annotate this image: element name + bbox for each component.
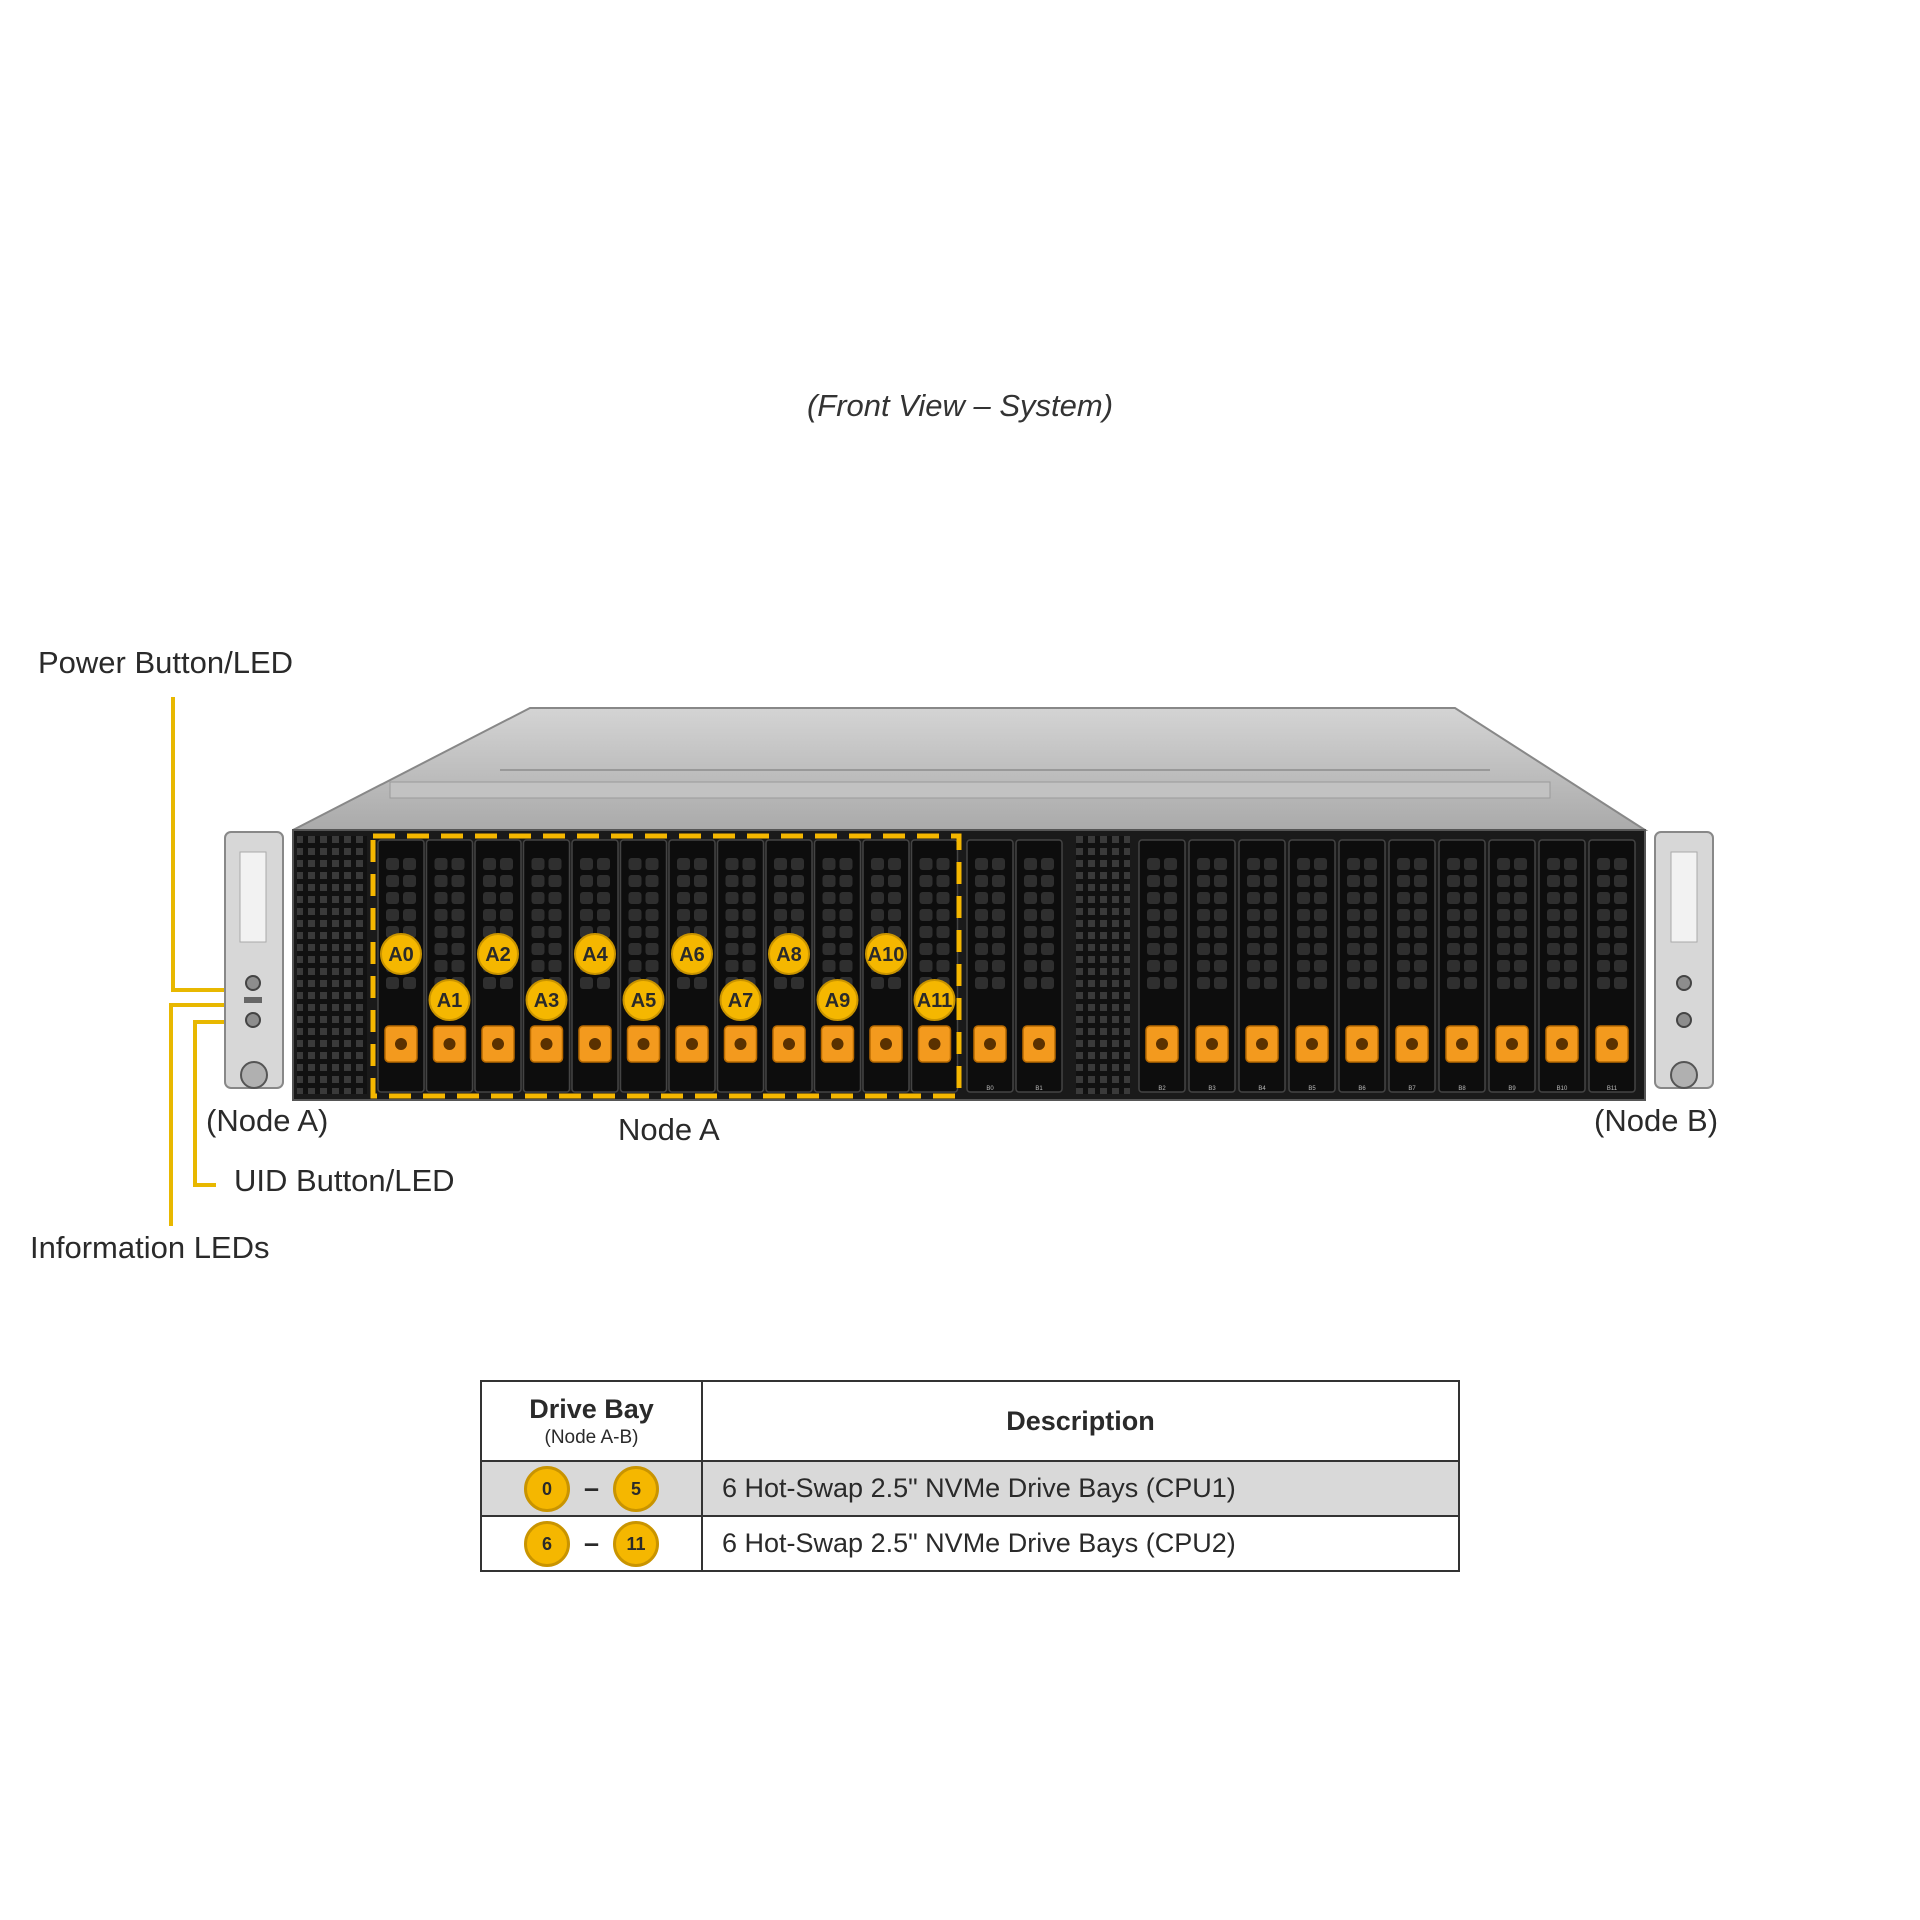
legend-header-description: Description — [701, 1380, 1460, 1462]
drive-bay-legend-table: Drive Bay (Node A-B) Description 0–5 6 H… — [480, 1380, 1460, 1572]
uid-leader-line — [193, 1020, 250, 1187]
legend-header-bay: Drive Bay (Node A-B) — [480, 1380, 703, 1462]
bay-label: B4 — [1258, 1086, 1266, 1092]
bay-badge-label: A7 — [728, 990, 754, 1012]
bay-badge-label: A5 — [631, 990, 657, 1012]
bay-badge-label: A8 — [776, 944, 802, 966]
bay-badge-to: 5 — [613, 1465, 660, 1512]
drive-bay-b: B7 — [1388, 839, 1436, 1093]
drive-bay-a — [425, 839, 474, 1093]
drive-bay-b: B0 — [966, 839, 1014, 1093]
bay-label: B5 — [1308, 1086, 1316, 1092]
bay-badge: A7 — [719, 979, 762, 1021]
drive-bay-b: B3 — [1188, 839, 1236, 1093]
bay-label: B1 — [1035, 1086, 1043, 1092]
drive-bay-a — [716, 839, 765, 1093]
drive-bay-b: B2 — [1138, 839, 1186, 1093]
node-a-side-label: (Node A) — [206, 1103, 329, 1138]
bay-label: B6 — [1358, 1086, 1366, 1092]
drive-bay-a — [910, 839, 959, 1093]
bay-badge-label: A6 — [679, 944, 705, 966]
bay-label: B10 — [1557, 1086, 1568, 1092]
left-grill — [297, 836, 367, 1094]
bay-badge-label: A0 — [388, 944, 414, 966]
bay-badge-label: A1 — [437, 990, 463, 1012]
legend-header-bay-sub: (Node A-B) — [544, 1426, 639, 1448]
bay-badge: A4 — [574, 933, 616, 975]
legend-row: 0–5 6 Hot-Swap 2.5" NVMe Drive Bays (CPU… — [480, 1460, 1460, 1517]
bay-badge-label: A11 — [917, 990, 953, 1012]
drive-bay-b: B1 — [1015, 839, 1063, 1093]
left-thumbscrew-icon — [240, 1061, 268, 1089]
drive-bay-b: B4 — [1238, 839, 1286, 1093]
legend-header-row: Drive Bay (Node A-B) Description — [480, 1380, 1460, 1462]
drive-bay-b: B5 — [1288, 839, 1336, 1093]
node-a-highlight — [370, 833, 962, 1099]
bay-label: B2 — [1158, 1086, 1166, 1092]
drive-bay-b: B6 — [1338, 839, 1386, 1093]
node-b-side-label: (Node B) — [1594, 1103, 1719, 1138]
bay-label: B3 — [1208, 1086, 1216, 1092]
right-thumbscrew-icon — [1670, 1061, 1698, 1089]
drive-bay-a — [522, 839, 571, 1093]
bay-badge-label: A2 — [485, 944, 511, 966]
uid-button-icon — [245, 1012, 261, 1028]
bay-badge: A8 — [768, 933, 810, 975]
bay-badge: A5 — [622, 979, 665, 1021]
range-dash: – — [583, 1473, 600, 1503]
legend-bay-range: 0–5 — [480, 1460, 703, 1517]
bay-badge: A9 — [816, 979, 859, 1021]
legend-row: 6–11 6 Hot-Swap 2.5" NVMe Drive Bays (CP… — [480, 1515, 1460, 1572]
info-leader-line — [169, 1003, 250, 1226]
bay-label: B0 — [986, 1086, 994, 1092]
legend-header-bay-title: Drive Bay — [529, 1393, 654, 1424]
information-leds-label: Information LEDs — [30, 1230, 270, 1265]
node-a-label: Node A — [618, 1112, 720, 1147]
drive-bay-b: B11 — [1588, 839, 1636, 1093]
bay-badge: A2 — [477, 933, 519, 975]
bay-badge-to: 11 — [613, 1520, 660, 1567]
bay-badge: A11 — [913, 979, 956, 1021]
bay-badge: A0 — [380, 933, 422, 975]
legend-description: 6 Hot-Swap 2.5" NVMe Drive Bays (CPU2) — [701, 1515, 1460, 1572]
bay-badge-label: A3 — [534, 990, 560, 1012]
center-grill — [1076, 836, 1130, 1094]
bay-label: B7 — [1408, 1086, 1416, 1092]
drive-bay-b: B10 — [1538, 839, 1586, 1093]
bay-label: B9 — [1508, 1086, 1516, 1092]
bay-label: B11 — [1607, 1086, 1618, 1092]
bay-badge-label: A10 — [868, 944, 905, 966]
bay-badge-from: 0 — [523, 1465, 570, 1512]
drive-bay-b: B9 — [1488, 839, 1536, 1093]
power-button-icon — [245, 975, 261, 991]
bay-label: B8 — [1458, 1086, 1466, 1092]
bay-badge: A10 — [865, 933, 907, 975]
power-button-label: Power Button/LED — [38, 645, 294, 680]
range-dash: – — [583, 1528, 600, 1558]
uid-button-label: UID Button/LED — [234, 1163, 455, 1198]
information-led-icon — [244, 997, 262, 1003]
bay-badge: A6 — [671, 933, 713, 975]
bay-badge: A1 — [428, 979, 471, 1021]
legend-bay-range: 6–11 — [480, 1515, 703, 1572]
node-b-uid-button-icon — [1676, 1012, 1692, 1028]
drive-bay-b: B8 — [1438, 839, 1486, 1093]
legend-description: 6 Hot-Swap 2.5" NVMe Drive Bays (CPU1) — [701, 1460, 1460, 1517]
figure-caption: (Front View – System) — [806, 388, 1114, 423]
drive-bays: B0 B1 B2 B3 B4 B5 B6 B7 B8 B9 B10 B11 — [377, 839, 1636, 1093]
drive-bay-a — [619, 839, 668, 1093]
bay-badge: A3 — [525, 979, 568, 1021]
bay-badge-from: 6 — [523, 1520, 570, 1567]
bay-badge-label: A9 — [825, 990, 851, 1012]
bay-badge-label: A4 — [582, 944, 608, 966]
drive-bay-a — [813, 839, 862, 1093]
node-b-power-button-icon — [1676, 975, 1692, 991]
